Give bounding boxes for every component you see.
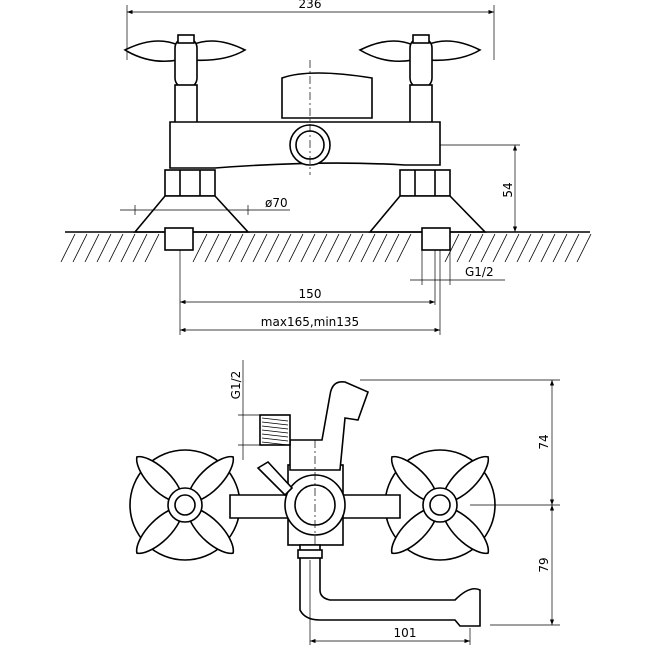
spout-length-dimension: 101 (394, 626, 417, 640)
thread-dimension: G1/2 (465, 265, 494, 279)
front-view: 236 (60, 0, 592, 335)
right-handle (358, 34, 482, 126)
right-handle-top (384, 449, 496, 561)
left-handle (123, 34, 247, 126)
width-dimension: 236 (299, 0, 322, 11)
wall-hatch (60, 233, 592, 263)
base-diameter-dimension: ø70 (265, 196, 288, 210)
lower-height-dimension: 79 (537, 557, 551, 572)
top-view: G1/2 74 79 101 (129, 360, 560, 645)
range-dimension: max165,min135 (261, 315, 359, 329)
inlet-thread-dimension: G1/2 (229, 371, 243, 400)
center-distance-dimension: 150 (299, 287, 322, 301)
left-handle-top (129, 449, 241, 561)
height-dimension: 54 (501, 182, 515, 197)
thread-hatching (261, 417, 289, 446)
upper-height-dimension: 74 (537, 434, 551, 449)
